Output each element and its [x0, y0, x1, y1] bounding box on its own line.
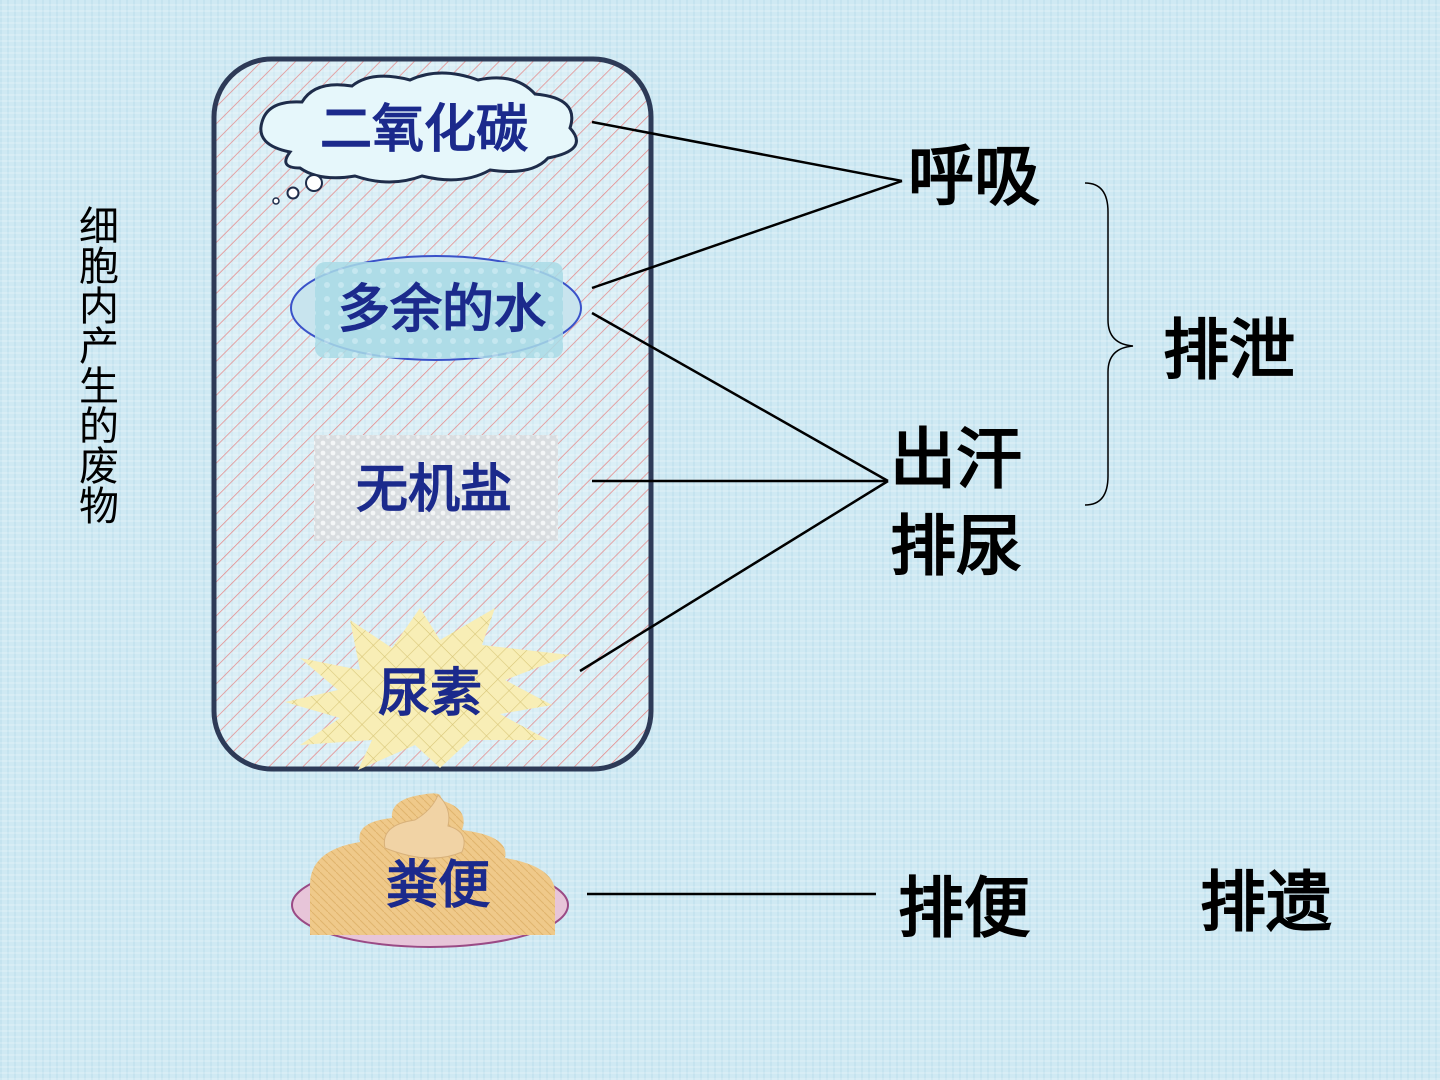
line-co2-breathing [591, 120, 903, 183]
feces-label: 粪便 [386, 856, 491, 916]
water-texture [315, 262, 563, 358]
cloud-bubble-large [305, 174, 323, 192]
cloud-bubble-medium [286, 186, 300, 200]
egestion-label: 排遗 [1200, 864, 1332, 941]
line-water-sweat [591, 311, 889, 483]
urination-label: 排尿 [890, 508, 1022, 585]
excretion-brace [1084, 182, 1134, 506]
waste-container-box [211, 56, 654, 772]
feces-shape [310, 793, 555, 935]
urea-starburst [285, 608, 570, 770]
side-label: 细胞内产生的废物 [72, 205, 118, 525]
urea-label: 尿素 [378, 664, 483, 724]
cloud-bubble-small [272, 197, 280, 205]
salt-label: 无机盐 [356, 460, 513, 520]
feces-tip [383, 794, 465, 859]
line-urea-sweat [579, 479, 889, 673]
water-label: 多余的水 [338, 280, 547, 340]
defecation-label: 排便 [898, 870, 1030, 947]
co2-label: 二氧化碳 [320, 100, 529, 160]
breathing-label: 呼吸 [908, 138, 1040, 215]
salt-block [314, 435, 558, 541]
co2-cloud-shape [259, 71, 578, 184]
sweating-label: 出汗 [890, 421, 1022, 498]
excretion-label: 排泄 [1163, 312, 1295, 389]
line-water-breathing [591, 179, 903, 290]
